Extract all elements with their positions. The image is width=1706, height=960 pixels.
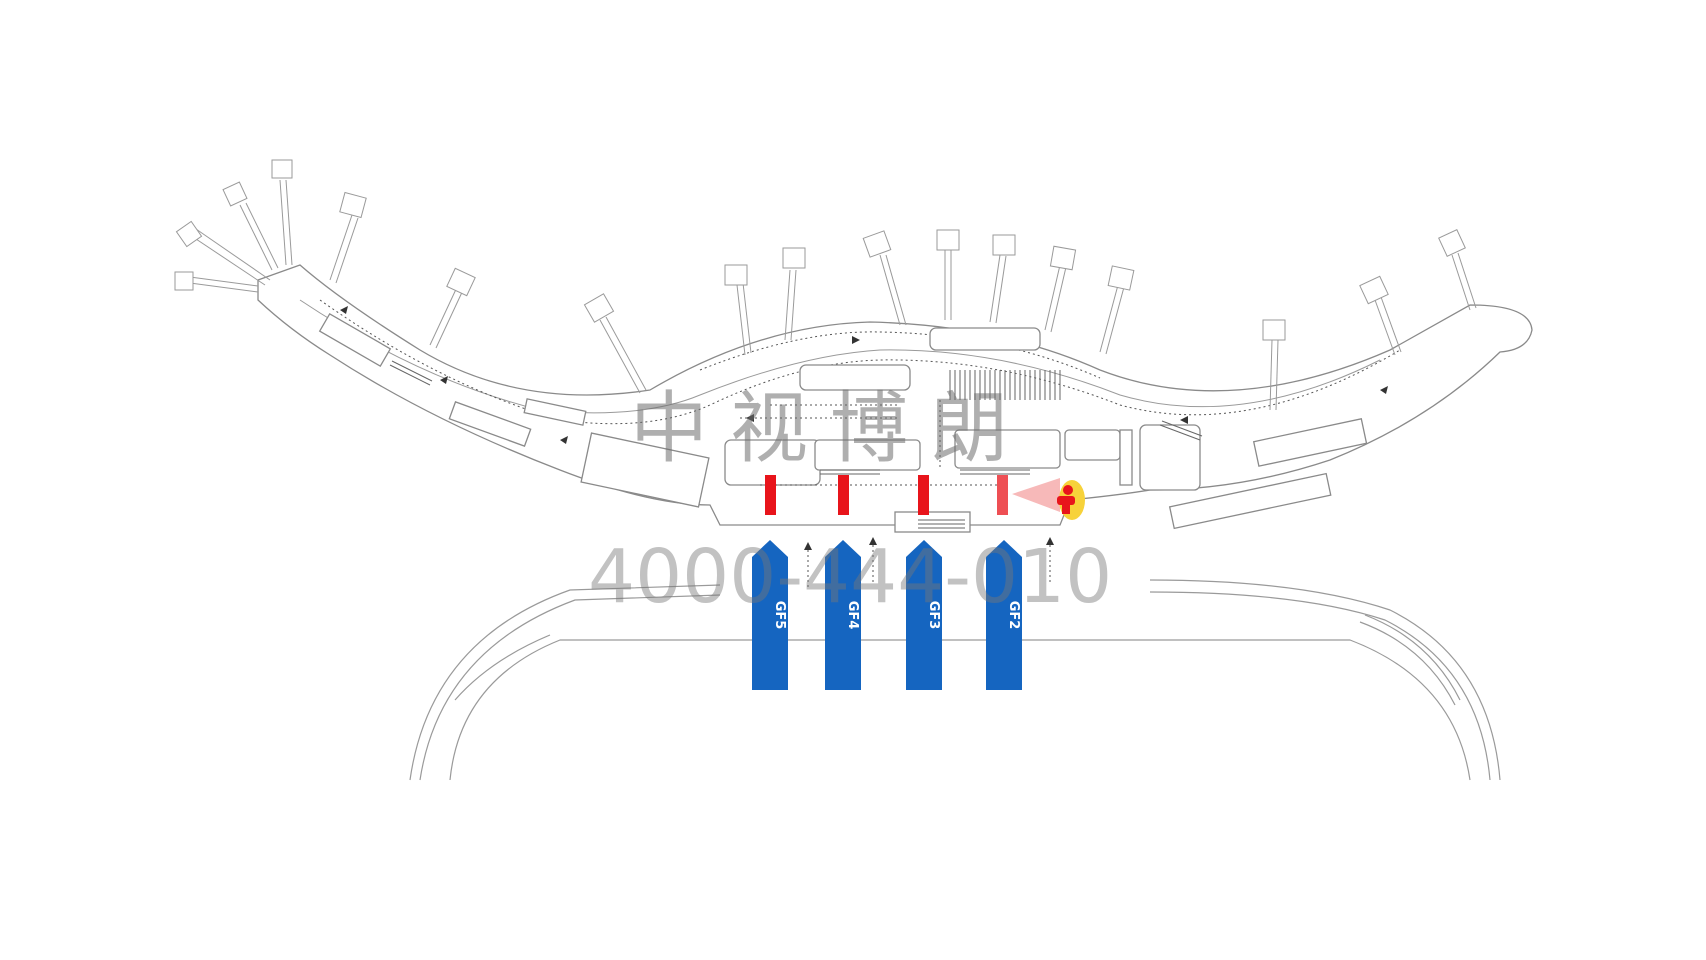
entrance-GF2[interactable]: GF2	[986, 540, 1022, 690]
ad-position-marker[interactable]	[918, 475, 929, 515]
entrance-label: GF2	[1006, 601, 1021, 630]
interior-blocks	[318, 312, 1368, 533]
terminal-outline	[257, 264, 1533, 526]
ad-position-marker[interactable]	[838, 475, 849, 515]
entrance-label: GF3	[926, 601, 941, 630]
ad-position-marker[interactable]	[765, 475, 776, 515]
concourse-dashed-route-2	[699, 331, 1101, 379]
person-with-view-cone-icon	[1012, 478, 1085, 520]
watermark-brand: 中视博朗	[630, 384, 1031, 474]
entrance-GF5[interactable]: GF5	[752, 540, 788, 690]
jet-bridges	[174, 159, 1477, 411]
entrance-label: GF5	[772, 601, 787, 630]
entrance-GF4[interactable]: GF4	[825, 540, 861, 690]
watermark-phone: 4000-444-010	[588, 534, 1113, 620]
walking-routes	[740, 400, 1051, 590]
entrance-label: GF4	[845, 601, 860, 630]
entrance-GF3[interactable]: GF3	[906, 540, 942, 690]
route-arrows	[340, 306, 1388, 550]
road-loop	[409, 579, 1501, 781]
ad-position-marker[interactable]	[997, 475, 1008, 515]
